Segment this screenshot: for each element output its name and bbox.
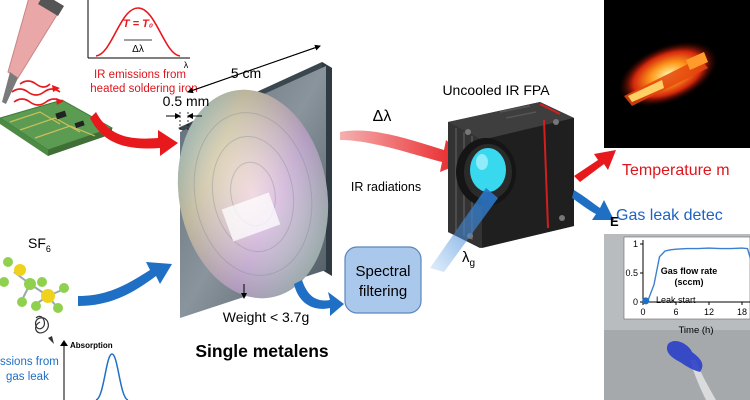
spectrum-inset: T = T₀ Δλ λ (87, 0, 190, 70)
ir-emissions-label-1: IR emissions from (94, 69, 186, 81)
sf6-label: SF6 (28, 235, 51, 254)
lens-title: Single metalens (195, 341, 329, 361)
inset-xlabel: Time (h) (678, 325, 713, 336)
soldering-scene (0, 0, 114, 156)
sf6-molecule-icon (0, 257, 69, 313)
spectral-filtering-box (344, 246, 422, 314)
blue-arrow-gas-to-lens (78, 262, 172, 306)
gas-emissions-label-1: ssions from (0, 356, 59, 368)
spectral-label-2: filtering (359, 283, 407, 300)
leak-start-marker (642, 297, 650, 305)
red-arrow-camera-to-temperature (574, 150, 616, 182)
panel-e-label: E (610, 214, 619, 229)
red-arrow-board-to-lens (90, 112, 178, 156)
lens-size-label: 5 cm (231, 65, 261, 81)
thermal-glow (618, 41, 718, 107)
spectrum-delta-lambda: Δλ (132, 44, 144, 55)
ir-emissions-label-2: heated soldering iron (90, 83, 197, 95)
inset-ytick-label: 0 (633, 297, 638, 307)
blue-arrow-camera-to-gas (572, 190, 614, 220)
inset-xtick-label: 12 (704, 307, 714, 317)
inset-xtick-label: 6 (673, 307, 678, 317)
inset-xtick-label: 18 (737, 307, 747, 317)
gas-plume (666, 341, 703, 372)
inset-title-1: Gas flow rate (661, 266, 718, 276)
camera-title: Uncooled IR FPA (442, 82, 550, 98)
blue-beam-to-camera (430, 188, 498, 272)
delta-lambda-label: Δλ (373, 108, 392, 125)
absorption-plot: Absorption (60, 340, 129, 400)
blue-arrow-lens-to-filter (294, 280, 344, 316)
inset-ytick-label: 1 (633, 239, 638, 249)
spring-icon (34, 315, 49, 334)
lambda-g-label: λg (462, 249, 475, 269)
gas-emissions-label-2: gas leak (6, 371, 49, 383)
absorption-label: Absorption (70, 341, 113, 350)
gas-flow-series-line (642, 247, 750, 302)
lens-weight-label: Weight < 3.7g (223, 309, 310, 325)
gas-leak-label: Gas leak detec (616, 207, 723, 224)
red-arrow-lens-to-camera (340, 130, 470, 172)
spectrum-lambda: λ (184, 60, 189, 70)
inset-legend: Leak start (656, 295, 696, 305)
inset-title-2: (sccm) (674, 277, 703, 287)
metalens-icon (177, 62, 332, 318)
spectrum-title: T = T₀ (123, 18, 153, 30)
gas-flow-inset: 0 0.5 1 0 6 12 18 Gas flow rate (sccm) Leak s… (623, 236, 750, 336)
lens-thickness-label: 0.5 mm (163, 93, 210, 109)
temperature-label: Temperature m (622, 162, 730, 179)
spectral-label-1: Spectral (355, 263, 410, 280)
inset-ytick-label: 0.5 (625, 268, 638, 278)
ir-radiations-label: IR radiations (351, 180, 421, 194)
inset-xtick-label: 0 (640, 307, 645, 317)
